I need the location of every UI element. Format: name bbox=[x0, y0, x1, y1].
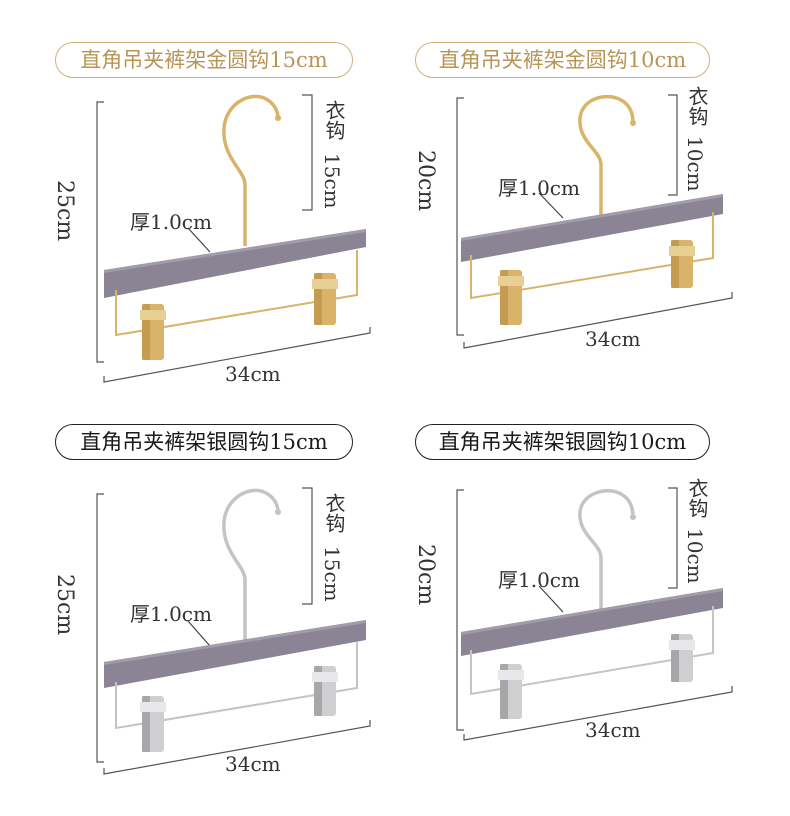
hook-label-size: 15cm bbox=[320, 153, 344, 209]
thickness-label: 厚1.0cm bbox=[498, 176, 580, 200]
hanger-illustration bbox=[96, 487, 371, 775]
hanger-illustration bbox=[96, 94, 371, 383]
title-pill: 直角吊夹裤架金圆钩10cm bbox=[415, 42, 710, 78]
title-pill: 直角吊夹裤架银圆钩15cm bbox=[55, 424, 353, 460]
width-label: 34cm bbox=[225, 362, 281, 386]
clip-left bbox=[140, 304, 166, 360]
hanger-illustration bbox=[456, 487, 733, 741]
panel-silver-10: 直角吊夹裤架银圆钩10cm 20cm 34cm 厚1.0cm 衣钩 10cm bbox=[395, 408, 790, 816]
width-label: 34cm bbox=[585, 718, 641, 742]
hook-label-text: 衣钩 bbox=[322, 493, 346, 533]
hook-label-text: 衣钩 bbox=[685, 86, 709, 126]
clip-left bbox=[498, 664, 524, 719]
hook-label-text: 衣钩 bbox=[322, 100, 346, 140]
panel-gold-10: 直角吊夹裤架金圆钩10cm 20cm 34cm 厚1.0cm 衣钩 10cm bbox=[395, 0, 790, 408]
width-label: 34cm bbox=[585, 327, 641, 351]
thickness-label: 厚1.0cm bbox=[498, 568, 580, 592]
hook-label-text: 衣钩 bbox=[685, 478, 709, 518]
hook-label-size: 10cm bbox=[683, 136, 707, 192]
thickness-label: 厚1.0cm bbox=[130, 602, 212, 626]
height-label: 25cm bbox=[52, 574, 77, 636]
clip-right bbox=[312, 666, 338, 716]
clip-right bbox=[669, 634, 695, 682]
title-pill: 直角吊夹裤架金圆钩15cm bbox=[55, 42, 353, 78]
thickness-label: 厚1.0cm bbox=[130, 210, 212, 234]
height-label: 20cm bbox=[413, 150, 438, 212]
hook-label-size: 15cm bbox=[320, 546, 344, 602]
hanger-illustration bbox=[456, 94, 733, 349]
clip-right bbox=[312, 273, 338, 325]
panel-gold-15: 直角吊夹裤架金圆钩15cm 25cm 34cm 厚1.0cm 衣钩 15c bbox=[0, 0, 395, 408]
clip-left bbox=[498, 270, 524, 325]
height-label: 25cm bbox=[52, 180, 77, 242]
height-label: 20cm bbox=[413, 544, 438, 606]
hook-label-size: 10cm bbox=[683, 528, 707, 584]
clip-left bbox=[140, 696, 166, 752]
panel-silver-15: 直角吊夹裤架银圆钩15cm 25cm 34cm 厚1.0cm 衣钩 15cm bbox=[0, 408, 395, 816]
clip-right bbox=[669, 240, 695, 288]
title-pill: 直角吊夹裤架银圆钩10cm bbox=[415, 424, 710, 460]
width-label: 34cm bbox=[225, 752, 281, 776]
